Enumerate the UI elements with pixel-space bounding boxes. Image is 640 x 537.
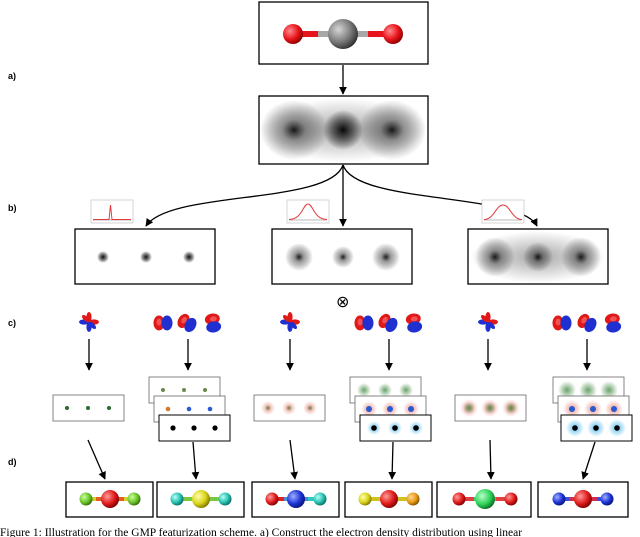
arrow-b-left [145,164,344,227]
s-orbital-icon-3 [478,312,498,332]
feature-panel-5 [454,394,527,422]
oxygen-atom-right [383,24,403,44]
panel-label-d: d) [8,457,17,467]
density-medium [285,243,400,271]
electron-density-cloud [260,98,426,162]
density-wide [470,231,606,283]
gaussian-wide-icon [481,199,525,224]
figure-caption: Figure 1: Illustration for the GMP featu… [0,527,522,537]
arrow-b-right [342,164,538,227]
feature-panel-3 [253,394,326,422]
output-molecule-5 [436,481,532,518]
output-molecule-2 [156,481,245,518]
arrows-d [87,439,596,480]
p-orbitals-icon-1 [153,311,223,335]
feature-stack-2 [148,376,231,442]
gaussian-narrow-icon [90,199,134,224]
s-orbital-icon-1 [79,312,99,332]
feature-stack-6 [552,376,633,442]
output-molecule-4 [344,481,433,518]
output-molecule-6 [537,481,629,518]
panel-label-b: b) [8,203,17,213]
p-orbitals-icon-2 [354,311,424,335]
p-orbitals-icon-3 [552,311,623,335]
feature-stack-4 [349,376,432,442]
panel-label-a: a) [8,71,16,81]
density-narrow [97,251,195,263]
gaussian-medium-icon [286,199,330,224]
arrows-c [85,339,591,371]
tensor-product-symbol: ⊗ [336,292,349,311]
output-molecule-3 [251,481,340,518]
carbon-atom [328,19,358,49]
oxygen-atom-left [283,24,303,44]
panel-label-c: c) [8,318,16,328]
feature-panel-1 [52,394,125,422]
co2-molecule [283,19,403,49]
output-molecule-1 [65,481,154,518]
s-orbital-icon-2 [280,312,300,332]
